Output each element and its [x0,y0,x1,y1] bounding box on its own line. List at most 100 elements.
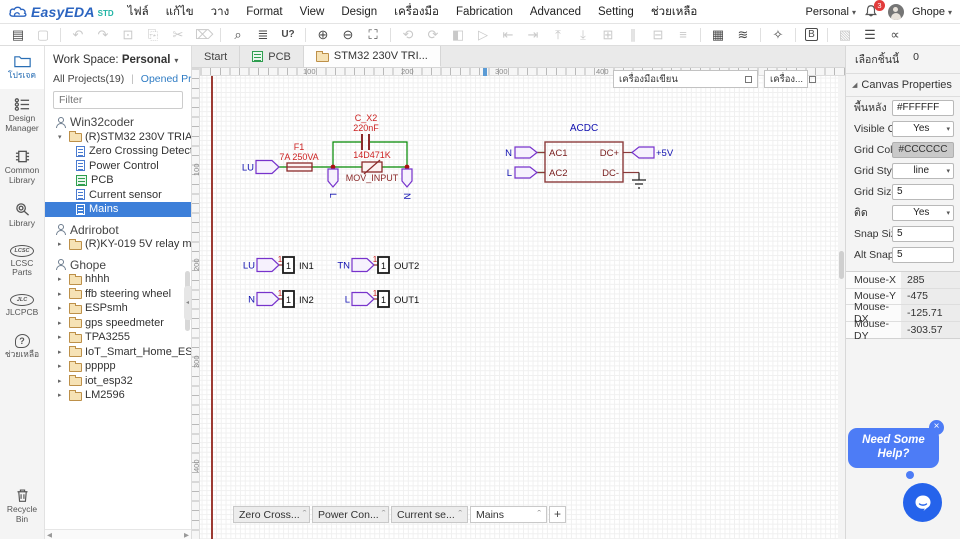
layers-icon[interactable]: ☰ [864,26,876,42]
menu-item-design[interactable]: Design [341,5,378,18]
netport-lu-in1[interactable]: LU 1 1 IN1 [243,255,314,274]
flip-horizontal-icon[interactable]: ◧ [451,26,465,42]
distribute-horizontal-icon[interactable]: ∥ [629,26,637,42]
align-right-icon[interactable]: ⇥ [527,26,539,42]
fuse-component[interactable]: F1 7A 250VA [279,142,319,172]
menu-item-view[interactable]: View [299,5,325,18]
tree-item-project[interactable]: ffb steering wheel [45,287,191,302]
align-bottom-icon[interactable]: ⤓ [580,26,586,42]
netport-5v[interactable]: +5V [631,146,674,159]
tree-item-project[interactable]: hhhh [45,272,191,287]
share-icon[interactable]: ∝ [890,26,900,42]
acdc-module[interactable]: ACDC AC1 AC2 DC+ DC- [537,123,639,183]
sidebar-item-design-manager[interactable]: Design Manager [0,89,44,142]
alt-snap-input[interactable] [892,246,954,263]
expander-icon[interactable] [58,362,66,370]
snap-size-input[interactable] [892,225,954,242]
wiring-tools-panel[interactable]: เครื่อง... [764,70,816,88]
tree-item-sheet[interactable]: Power Control [45,159,191,174]
netport-n[interactable]: N [505,146,538,159]
sheet-tab-mains[interactable]: Mains [470,506,547,523]
sheet-tab-zero-crossing[interactable]: Zero Cross... [233,506,310,523]
menu-item-file[interactable]: ไฟล์ [127,5,149,18]
tree-item-sheet-selected[interactable]: Mains [45,202,191,217]
save-icon[interactable]: ▢ [36,26,50,42]
redo-icon[interactable]: ↷ [97,26,109,42]
close-icon[interactable]: × [929,420,944,435]
expander-icon[interactable] [58,348,66,356]
help-bubble[interactable]: Need Some Help? [848,428,939,468]
varistor-component[interactable]: 14D471K MOV_INPUT [346,150,399,183]
menu-item-help[interactable]: ช่วยเหลือ [650,5,698,18]
canvas-scrollbar[interactable] [838,76,845,539]
menu-item-edit[interactable]: แก้ไข [165,5,194,18]
undo-icon[interactable]: ↶ [72,26,84,42]
schematic-canvas[interactable]: 100 200 300 400 100 200 300 400 เครื่องม… [192,68,845,539]
tree-item-project[interactable]: iot_esp32 [45,374,191,389]
menu-item-format[interactable]: Format [246,5,283,18]
project-panel-hscroll[interactable]: ◀▶ [45,529,191,539]
find-similar-icon[interactable]: ≣ [257,26,269,42]
expander-icon[interactable] [58,319,66,327]
cut-icon[interactable]: ✂ [172,26,184,42]
sidebar-item-help[interactable]: ? ช่วยเหลือ [0,326,44,368]
netport-lu[interactable]: LU [242,159,280,175]
copy-icon[interactable]: ⊡ [122,26,134,42]
align-left-icon[interactable]: ⇤ [502,26,514,42]
theme-icon[interactable]: ≋ [737,26,749,42]
netport-l[interactable]: L [507,166,538,179]
tab-pcb[interactable]: PCB [240,46,304,67]
tree-item-project[interactable]: IoT_Smart_Home_ESP32 [45,345,191,360]
tree-item-sheet[interactable]: Zero Crossing Detector [45,144,191,159]
sidebar-item-lcsc-parts[interactable]: LCSC LCSC Parts [0,237,44,287]
sheet-tab-power-control[interactable]: Power Con... [312,506,389,523]
crossprobe-icon[interactable]: U? [281,28,295,40]
zoom-in-icon[interactable]: ⊕ [317,26,329,42]
distribute-vertical-icon[interactable]: ≡ [679,26,687,42]
align-top-icon[interactable]: ⤒ [555,26,561,42]
filter-input[interactable] [53,91,183,109]
menu-item-setting[interactable]: Setting [598,5,634,18]
tree-item-user[interactable]: Ghope [45,258,191,273]
sidebar-item-projects[interactable]: โปรเจค [0,46,44,89]
drawing-tools-panel[interactable]: เครื่องมือเขียน [613,70,758,88]
fit-view-icon[interactable]: ⛶ [368,26,378,42]
tree-item-user[interactable]: Win32coder [45,115,191,130]
sidebar-item-recycle-bin[interactable]: Recycle Bin [0,480,44,533]
workspace-menu[interactable]: Personal [806,6,856,18]
ground-symbol[interactable] [632,172,646,189]
sheet-tab-current-sensor[interactable]: Current se... [391,506,468,523]
open-document-icon[interactable]: ▤ [11,26,25,42]
grid-color-swatch[interactable]: #CCCCCC [892,141,954,158]
netport-n-down[interactable]: N [401,168,413,200]
expander-icon[interactable] [58,290,66,298]
netport-tn-out2[interactable]: TN 1 1 OUT2 [337,255,419,274]
grid-style-select[interactable]: line [892,162,954,179]
magic-wand-icon[interactable]: ✧ [772,26,784,42]
run-icon[interactable]: ▷ [478,26,488,42]
workspace-selector[interactable]: Work Space: Personal [45,46,191,68]
zoom-out-icon[interactable]: ⊖ [342,26,354,42]
restore-panel-icon[interactable] [745,75,752,83]
align-center-icon[interactable]: ⊞ [602,26,614,42]
tree-item-sheet[interactable]: Current sensor [45,188,191,203]
tab-opened-projects[interactable]: Opened Projects( [140,73,191,85]
scroll-right-icon[interactable]: ▶ [184,531,189,539]
easyeda-logo[interactable]: EasyEDA STD [8,4,114,20]
menu-item-tools[interactable]: เครื่องมือ [394,5,439,18]
export-image-icon[interactable]: ▦ [711,26,725,42]
table-icon[interactable]: ⊟ [652,26,664,42]
visible-grid-select[interactable]: Yes [892,120,954,137]
tab-stm32-project[interactable]: STM32 230V TRI... [303,46,441,67]
tab-all-projects[interactable]: All Projects(19) [53,73,125,85]
expander-icon[interactable] [58,133,66,141]
search-icon[interactable]: ⌕ [234,26,242,42]
username-menu[interactable]: Ghope [912,6,952,18]
menu-item-fabrication[interactable]: Fabrication [455,5,513,18]
panel-collapse-handle[interactable]: ◂ [184,286,191,320]
expander-icon[interactable] [58,275,66,283]
add-sheet-button[interactable]: + [549,506,566,523]
menu-item-advanced[interactable]: Advanced [529,5,582,18]
restore-panel-icon[interactable] [808,75,816,83]
tree-item-project[interactable]: LM2596 [45,388,191,403]
